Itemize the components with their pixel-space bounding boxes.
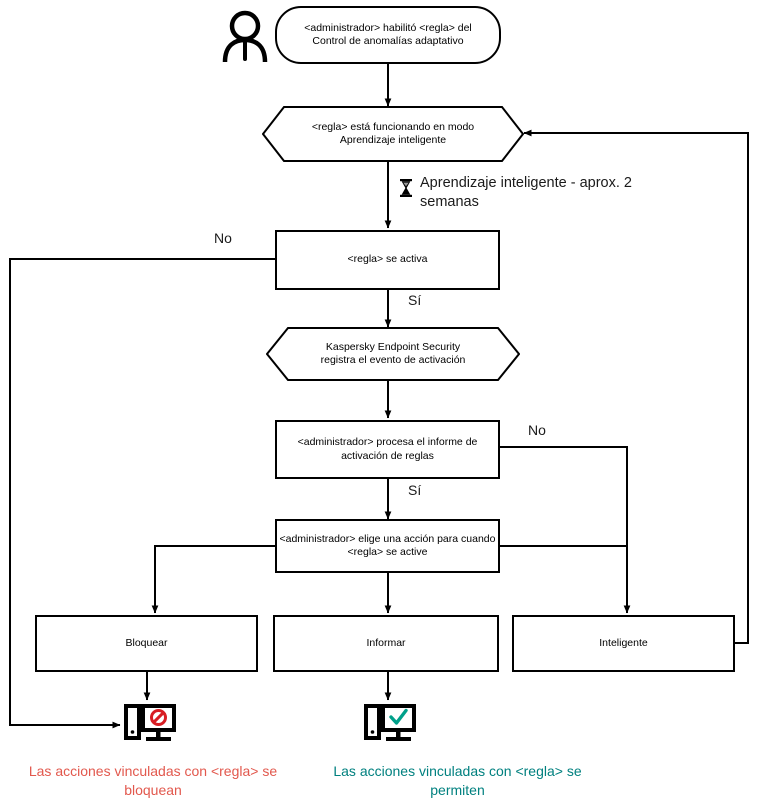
- note-text: Aprendizaje inteligente - aprox. 2 seman…: [420, 175, 632, 210]
- node-start: <administrador> habilitó <regla> del Con…: [275, 6, 501, 64]
- node-kes-logs-event: Kaspersky Endpoint Security registra el …: [266, 327, 520, 381]
- caption-allowed: Las acciones vinculadas con <regla> se p…: [333, 763, 582, 798]
- administrador-actor: [216, 4, 274, 66]
- person-icon: [222, 10, 268, 63]
- node-smart-learning-label: <regla> está funcionando en modo Aprendi…: [311, 120, 475, 146]
- computer-blocked-glyph: [124, 704, 176, 741]
- caption-blocked: Las acciones vinculadas con <regla> se b…: [28, 763, 278, 798]
- node-admin-processes-report-label: <administrador> procesa el informe de ac…: [297, 436, 478, 462]
- note-smart-learning-duration: Aprendizaje inteligente - aprox. 2 seman…: [420, 174, 684, 212]
- hexagon-shape: [266, 327, 520, 381]
- node-action-informar: Informar: [273, 615, 499, 672]
- node-action-inteligente: Inteligente: [512, 615, 735, 672]
- node-kes-logs-event-label: Kaspersky Endpoint Security registra el …: [320, 340, 466, 366]
- edge-label-rule-triggered-yes: Sí: [408, 292, 422, 308]
- node-admin-chooses-action: <administrador> elige una acción para cu…: [275, 519, 500, 573]
- node-smart-learning: <regla> está funcionando en modo Aprendi…: [262, 106, 524, 162]
- node-action-informar-label: Informar: [366, 636, 406, 649]
- node-action-bloquear-label: Bloquear: [125, 636, 168, 649]
- edge-label-report-no: No: [528, 422, 546, 438]
- hexagon-shape: [262, 106, 524, 162]
- node-rule-triggered: <regla> se activa: [275, 230, 500, 290]
- hourglass-icon: [398, 178, 414, 198]
- node-start-label: <administrador> habilitó <regla> del Con…: [304, 21, 472, 47]
- edge-label-rule-triggered-no: No: [214, 230, 232, 246]
- node-action-inteligente-label: Inteligente: [599, 636, 648, 649]
- computer-allowed-icon: [364, 702, 416, 748]
- edge-label-report-yes: Sí: [408, 482, 422, 498]
- node-rule-triggered-label: <regla> se activa: [347, 253, 428, 266]
- node-admin-chooses-action-label: <administrador> elige una acción para cu…: [279, 532, 496, 558]
- node-action-bloquear: Bloquear: [35, 615, 258, 672]
- node-admin-processes-report: <administrador> procesa el informe de ac…: [275, 420, 500, 479]
- computer-allowed-glyph: [364, 704, 416, 741]
- computer-blocked-icon: [124, 702, 176, 748]
- hourglass-glyph: [400, 179, 412, 197]
